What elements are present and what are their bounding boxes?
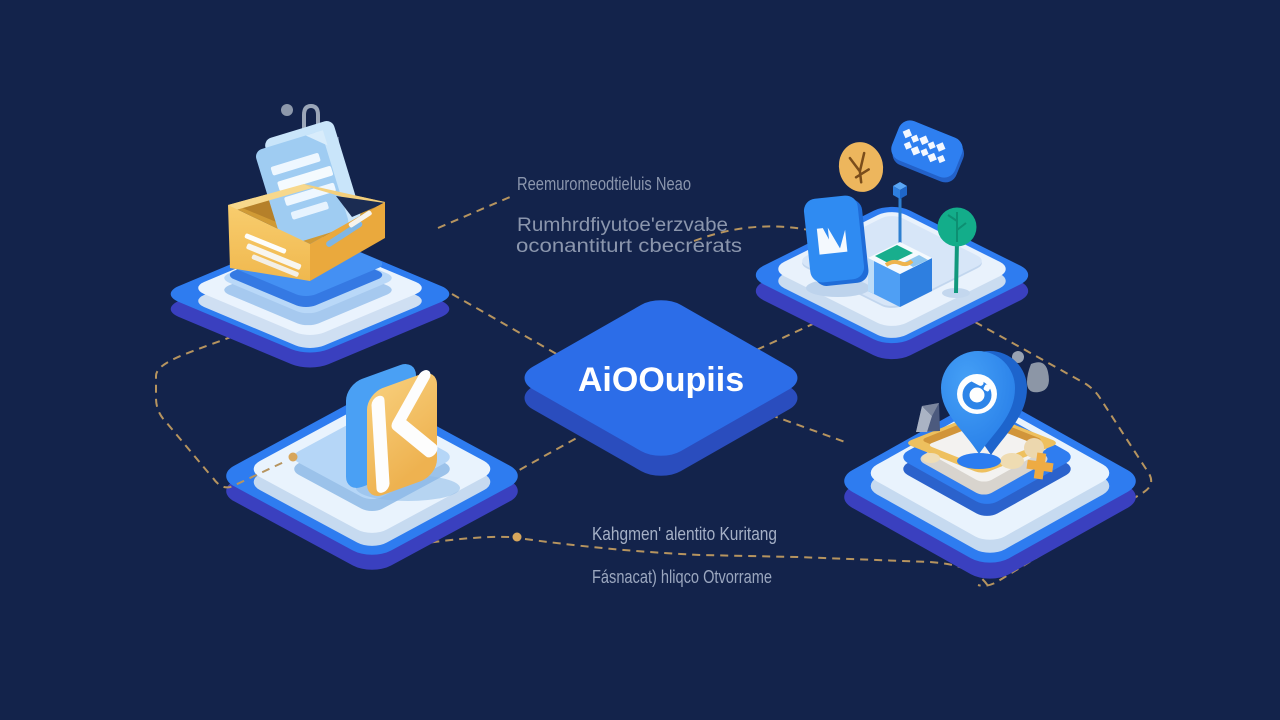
svg-text:oconantiturt cbecrerats: oconantiturt cbecrerats <box>516 236 742 257</box>
svg-text:Rumhrdfiyutoe'erzvabe: Rumhrdfiyutoe'erzvabe <box>517 215 728 236</box>
svg-text:Kahgmen' alentito Kuritang: Kahgmen' alentito Kuritang <box>592 523 777 544</box>
svg-text:Fásnacat) hliqco Otvorrame: Fásnacat) hliqco Otvorrame <box>592 566 772 587</box>
svg-text:AiOOupiis: AiOOupiis <box>578 361 744 399</box>
svg-text:Reemuromeodtieluis Neao: Reemuromeodtieluis Neao <box>517 174 691 194</box>
